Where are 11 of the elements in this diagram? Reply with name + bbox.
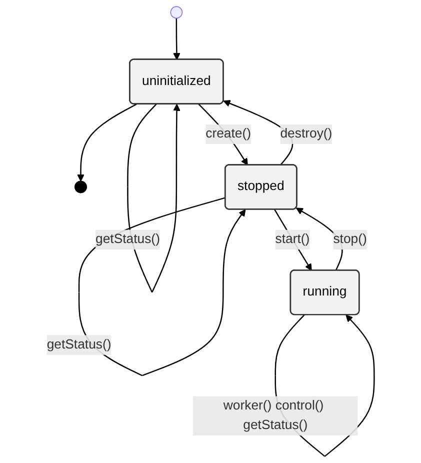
edge-label: create() (206, 126, 252, 141)
edge-label: start() (275, 232, 310, 246)
arrow (77, 104, 137, 182)
edge-label: stop() (333, 232, 367, 246)
edge-label: destroy() (280, 126, 332, 141)
node-circle (170, 6, 183, 19)
edge-label: worker() control() getStatus() (223, 398, 324, 432)
arrow (274, 209, 312, 271)
arrow (173, 18, 180, 60)
edge-label: getStatus() (46, 338, 112, 352)
edge-label: getStatus() (96, 232, 160, 246)
